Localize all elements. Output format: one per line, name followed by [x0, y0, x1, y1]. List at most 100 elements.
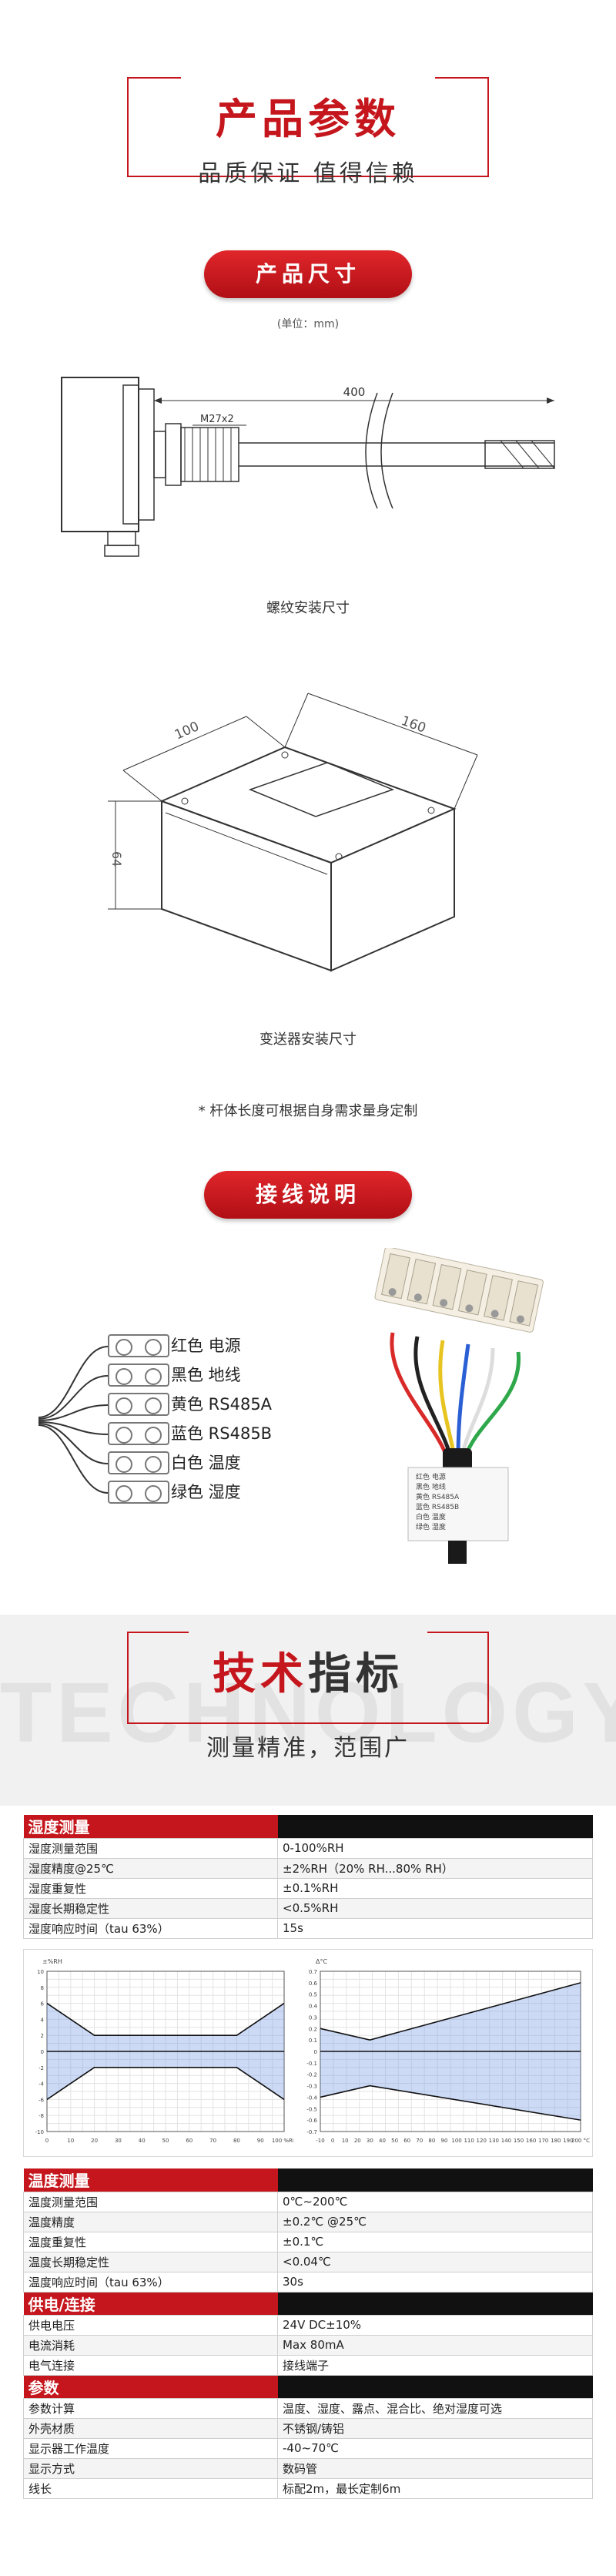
x-tick-label: 180	[551, 2138, 561, 2144]
spec-value: Max 80mA	[277, 2334, 593, 2356]
temperature-section-title: 温度测量	[23, 2168, 278, 2192]
y-tick-label: -0.3	[306, 2084, 317, 2090]
y-tick-label: -2	[38, 2065, 44, 2071]
spec-key: 线长	[23, 2477, 278, 2499]
spec-value: <0.04℃	[277, 2251, 593, 2272]
params-section-title: 参数	[23, 2375, 278, 2398]
spec-key: 温度长期稳定性	[23, 2251, 278, 2272]
spec-value: 接线端子	[277, 2354, 593, 2376]
tech-frame	[127, 1632, 489, 1724]
tech-watermark: TECHNOLOGY	[0, 1665, 616, 1760]
lower-bound-line	[320, 2085, 581, 2121]
box-height-label: 64	[109, 851, 124, 867]
custom-length-note: * 杆体长度可根据自身需求量身定制	[198, 1103, 418, 1119]
header-frame	[127, 77, 489, 177]
spec-key: 电气连接	[23, 2354, 278, 2376]
y-tick-label: 0.6	[309, 1981, 318, 1987]
spec-key: 湿度长期稳定性	[23, 1897, 278, 1919]
table-row: 参数计算温度、湿度、露点、混合比、绝对湿度可选	[23, 2397, 593, 2419]
y-tick-label: 0.2	[309, 2026, 317, 2032]
y-tick-label: 10	[37, 1969, 44, 1975]
y-tick-label: 6	[41, 2001, 45, 2007]
probe-drawing: 400 M27x2	[61, 377, 555, 557]
x-tick-label: 100 %RH	[272, 2138, 293, 2144]
y-axis-label: ±%RH	[42, 1958, 62, 1965]
spec-value: 0-100%RH	[277, 1837, 593, 1859]
terminal-block-icon	[108, 1393, 169, 1416]
terminal-block-icon	[108, 1451, 169, 1474]
upper-bound-line	[320, 1982, 581, 2041]
spec-value: 24V DC±10%	[277, 2314, 593, 2336]
spec-key: 湿度测量范围	[23, 1837, 278, 1859]
table-row: 湿度精度@25℃±2%RH（20% RH...80% RH）	[23, 1857, 593, 1879]
y-tick-label: 0	[41, 2049, 44, 2055]
x-tick-label: 60	[403, 2138, 410, 2144]
table-row: 湿度响应时间（tau 63%）15s	[23, 1917, 593, 1939]
x-tick-label: 60	[186, 2138, 192, 2144]
box-caption: 变送器安装尺寸	[259, 1031, 357, 1048]
y-tick-label: -6	[38, 2097, 45, 2103]
spec-key: 湿度重复性	[23, 1877, 278, 1899]
x-tick-label: 50	[391, 2138, 398, 2144]
table-row: 显示器工作温度-40~70℃	[23, 2437, 593, 2459]
tag-line: 黑色 地线	[416, 1482, 446, 1491]
spec-key: 温度响应时间（tau 63%）	[23, 2271, 278, 2293]
y-tick-label: -0.5	[306, 2106, 317, 2112]
spec-value: 不锈钢/铸铝	[277, 2417, 593, 2439]
x-tick-label: 0	[45, 2138, 49, 2144]
power-section-title: 供电/连接	[23, 2292, 278, 2315]
x-tick-label: 170	[538, 2138, 548, 2144]
dimensions-pill: 产品尺寸	[204, 250, 412, 298]
x-tick-label: 80	[233, 2138, 240, 2144]
table-row: 湿度长期稳定性<0.5%RH	[23, 1897, 593, 1919]
y-tick-label: -4	[38, 2081, 45, 2088]
spec-value: -40~70℃	[277, 2437, 593, 2459]
x-tick-label: 40	[139, 2138, 146, 2144]
y-tick-label: 0.1	[309, 2038, 317, 2044]
table-row: 温度长期稳定性<0.04℃	[23, 2251, 593, 2272]
x-tick-label: 70	[209, 2138, 216, 2144]
x-tick-label: 70	[416, 2138, 423, 2144]
x-tick-label: 120	[477, 2138, 487, 2144]
probe-length-label: 400	[343, 385, 366, 399]
spec-key: 温度测量范围	[23, 2191, 278, 2212]
x-tick-label: 50	[162, 2138, 169, 2144]
spec-value: <0.5%RH	[277, 1897, 593, 1919]
y-tick-label: -0.1	[306, 2061, 317, 2067]
x-tick-label: 150	[514, 2138, 524, 2144]
tag-line: 红色 电源	[416, 1472, 446, 1481]
spec-key: 显示方式	[23, 2457, 278, 2479]
table-row: 电气连接接线端子	[23, 2354, 593, 2376]
terminal-block-icon	[108, 1481, 169, 1504]
tag-line: 白色 温度	[416, 1512, 446, 1521]
x-tick-label: 200 °C	[571, 2138, 590, 2144]
y-tick-label: 0.7	[309, 1969, 317, 1975]
x-tick-label: 160	[526, 2138, 536, 2144]
x-tick-label: 10	[67, 2138, 74, 2144]
terminal-block-icon	[108, 1363, 169, 1387]
x-tick-label: 30	[115, 2138, 122, 2144]
x-tick-label: 100	[451, 2138, 461, 2144]
x-tick-label: 80	[428, 2138, 435, 2144]
y-tick-label: 0	[314, 2049, 317, 2055]
wire-fan	[38, 1346, 109, 1494]
y-tick-label: 4	[41, 2017, 45, 2023]
upper-bound-line	[46, 2002, 285, 2036]
table-row: 外壳材质不锈钢/铸铝	[23, 2417, 593, 2439]
x-tick-label: 140	[501, 2138, 511, 2144]
tech-title-part-a: 技术	[213, 1649, 308, 1699]
table-row: 线长标配2m，最长定制6m	[23, 2477, 593, 2499]
spec-value: ±0.1%RH	[277, 1877, 593, 1899]
tag-line: 绿色 湿度	[416, 1522, 446, 1531]
x-tick-label: 0	[331, 2138, 334, 2144]
y-tick-label: -8	[38, 2113, 44, 2119]
spec-key: 外壳材质	[23, 2417, 278, 2439]
x-tick-label: 40	[379, 2138, 386, 2144]
tech-section-background	[0, 1615, 616, 1806]
spec-key: 显示器工作温度	[23, 2437, 278, 2459]
x-tick-label: 190	[563, 2138, 573, 2144]
